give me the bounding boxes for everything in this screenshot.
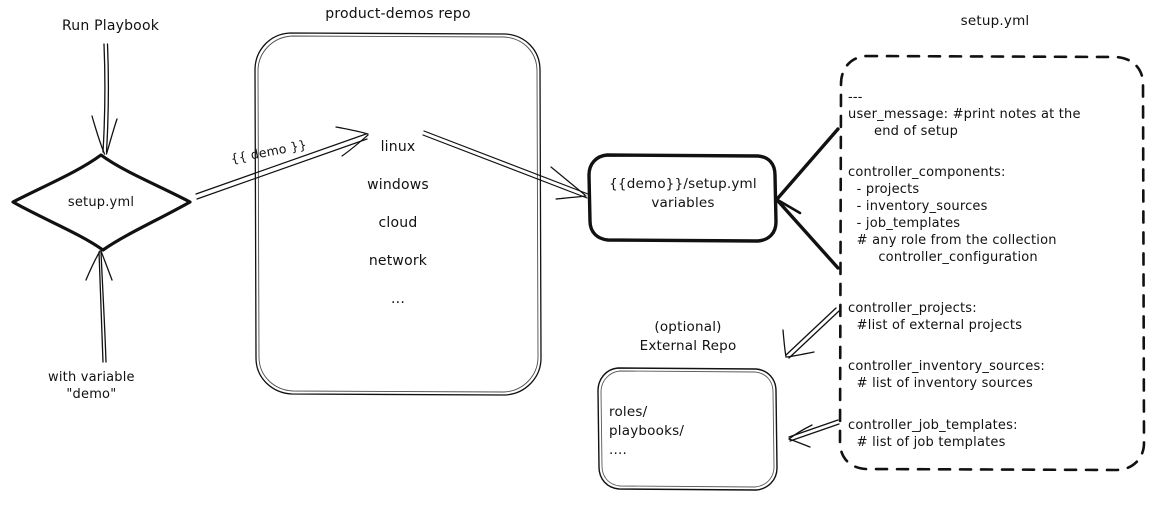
product-demos-repo-items: linux windows cloud network ... — [367, 139, 429, 307]
controller-projects-to-external-arrow — [782, 307, 840, 359]
setup-yml-block-controller-projects: controller_projects: #list of external p… — [848, 301, 1023, 333]
with-variable-arrow — [85, 250, 113, 363]
product-demos-repo-box — [254, 32, 542, 396]
external-repo-items: roles/ playbooks/ .... — [609, 404, 685, 458]
demo-variable-arrow — [195, 126, 369, 200]
demo-setup-variables-box — [587, 153, 778, 243]
setup-yml-box-title: setup.yml — [960, 13, 1030, 29]
external-repo-box — [597, 367, 778, 491]
setup-yml-to-variables-connector — [774, 127, 840, 270]
with-variable-label: with variable "demo" — [48, 370, 135, 402]
run-playbook-label: Run Playbook — [62, 18, 160, 34]
run-playbook-arrow — [91, 43, 118, 155]
setup-yml-diamond — [11, 153, 192, 252]
controller-job-templates-to-external-arrow — [788, 419, 840, 448]
setup-yml-block-controller-components: controller_components: - projects - inve… — [848, 165, 1057, 265]
demo-setup-variables-label: {{demo}}/setup.yml variables — [609, 176, 757, 211]
setup-yml-block-controller-inventory-sources: controller_inventory_sources: # list of … — [848, 359, 1046, 391]
product-demos-repo-title: product-demos repo — [325, 6, 471, 22]
setup-yml-block-controller-job-templates: controller_job_templates: # list of job … — [848, 418, 1018, 450]
external-repo-title: (optional) External Repo — [639, 319, 737, 354]
setup-yml-diamond-label: setup.yml — [67, 195, 135, 210]
linux-to-variables-arrow — [422, 130, 589, 200]
setup-yml-dashed-box — [838, 54, 1146, 472]
setup-yml-block-user-message: --- user_message: #print notes at the en… — [848, 90, 1081, 139]
